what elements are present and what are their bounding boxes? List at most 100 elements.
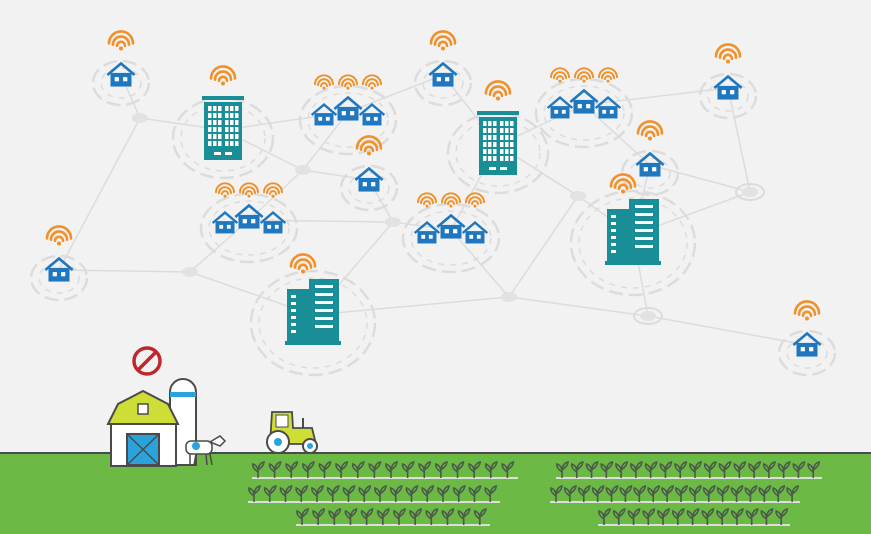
crop-icon: [401, 461, 415, 478]
crop-icon: [421, 485, 435, 502]
window: [225, 141, 229, 146]
crop-icon: [686, 508, 700, 525]
window: [488, 149, 492, 154]
window: [208, 113, 212, 118]
crop-icon: [659, 461, 673, 478]
window: [213, 106, 217, 111]
crop-icon: [425, 508, 439, 525]
window: [483, 156, 487, 161]
crop-row: [598, 508, 790, 526]
crop-icon: [501, 461, 515, 478]
crop-icon: [452, 485, 466, 502]
coverage-ring: [91, 59, 151, 107]
crop-icon: [760, 508, 774, 525]
crop-icon: [351, 461, 365, 478]
crop-icon: [716, 485, 730, 502]
crop-icon: [285, 461, 299, 478]
crop-icon: [786, 485, 799, 502]
crop-icon: [577, 485, 591, 502]
crop-icon: [418, 461, 432, 478]
network-link: [248, 219, 394, 223]
coverage-ring: [698, 72, 758, 120]
window: [483, 121, 487, 126]
wifi-icon: [289, 253, 317, 274]
crop-icon: [376, 508, 390, 525]
window: [213, 127, 217, 132]
coverage-ring: [401, 202, 501, 274]
crop-icon: [301, 461, 315, 478]
wifi-icon: [793, 300, 821, 321]
crop-icon: [563, 485, 577, 502]
coverage-ring-inner: [100, 67, 142, 99]
network-junction-dot: [501, 292, 517, 302]
wifi-icon: [338, 74, 358, 90]
window: [500, 149, 504, 154]
network-link: [302, 111, 349, 171]
window: [488, 128, 492, 133]
wifi-icon: [45, 225, 73, 246]
crop-icon: [374, 485, 387, 502]
crop-icon: [762, 461, 776, 478]
crop-icon: [484, 485, 498, 502]
house-icon: [333, 95, 363, 121]
coverage-ring-inner: [38, 262, 80, 294]
coverage-ring-inner: [258, 277, 368, 369]
coverage-ring: [199, 192, 299, 264]
house-icon: [635, 151, 665, 177]
crop-icon: [598, 508, 611, 525]
window: [225, 106, 229, 111]
window: [230, 134, 234, 139]
twin-tower-icon: [605, 199, 661, 265]
window: [213, 113, 217, 118]
coverage-ring-inner: [422, 67, 464, 99]
barn-icon: [106, 389, 180, 467]
wifi-icon: [314, 74, 334, 90]
crop-row: [550, 485, 800, 503]
window: [488, 121, 492, 126]
crop-icon: [335, 461, 348, 478]
wifi-icon: [465, 192, 485, 208]
window: [230, 120, 234, 125]
window: [483, 135, 487, 140]
crop-icon: [457, 508, 471, 525]
network-junction-dot: [640, 311, 656, 321]
crop-icon: [268, 461, 282, 478]
crop-icon: [615, 461, 628, 478]
window: [235, 127, 239, 132]
house-icon: [569, 88, 599, 114]
window: [505, 142, 509, 147]
network-junction-dot: [295, 165, 311, 175]
window: [505, 128, 509, 133]
crop-icon: [556, 461, 569, 478]
crop-icon: [674, 461, 688, 478]
window: [493, 156, 497, 161]
crop-icon: [585, 461, 599, 478]
window: [500, 142, 504, 147]
network-link: [58, 269, 191, 273]
network-junction-dot: [132, 113, 148, 123]
window: [505, 121, 509, 126]
window: [505, 149, 509, 154]
coverage-ring-inner: [578, 197, 688, 289]
crop-icon: [777, 461, 791, 478]
house-icon: [44, 256, 74, 282]
no-signal-icon: [132, 346, 162, 376]
crop-icon: [468, 485, 482, 502]
coverage-ring: [777, 329, 837, 377]
crop-icon: [733, 461, 747, 478]
coverage-rings: [29, 59, 837, 377]
crop-icon: [326, 485, 340, 502]
network-link: [649, 164, 751, 193]
crop-icon: [295, 485, 309, 502]
coverage-ring: [534, 77, 634, 149]
house-icon: [310, 102, 338, 126]
network-junction-dot: [385, 217, 401, 227]
crop-icon: [647, 485, 661, 502]
crop-icon: [434, 461, 448, 478]
house-icon: [358, 102, 386, 126]
crop-icon: [745, 508, 759, 525]
crop-icon: [311, 485, 324, 502]
crop-icon: [701, 508, 715, 525]
house-icon: [354, 166, 384, 192]
window: [218, 106, 222, 111]
